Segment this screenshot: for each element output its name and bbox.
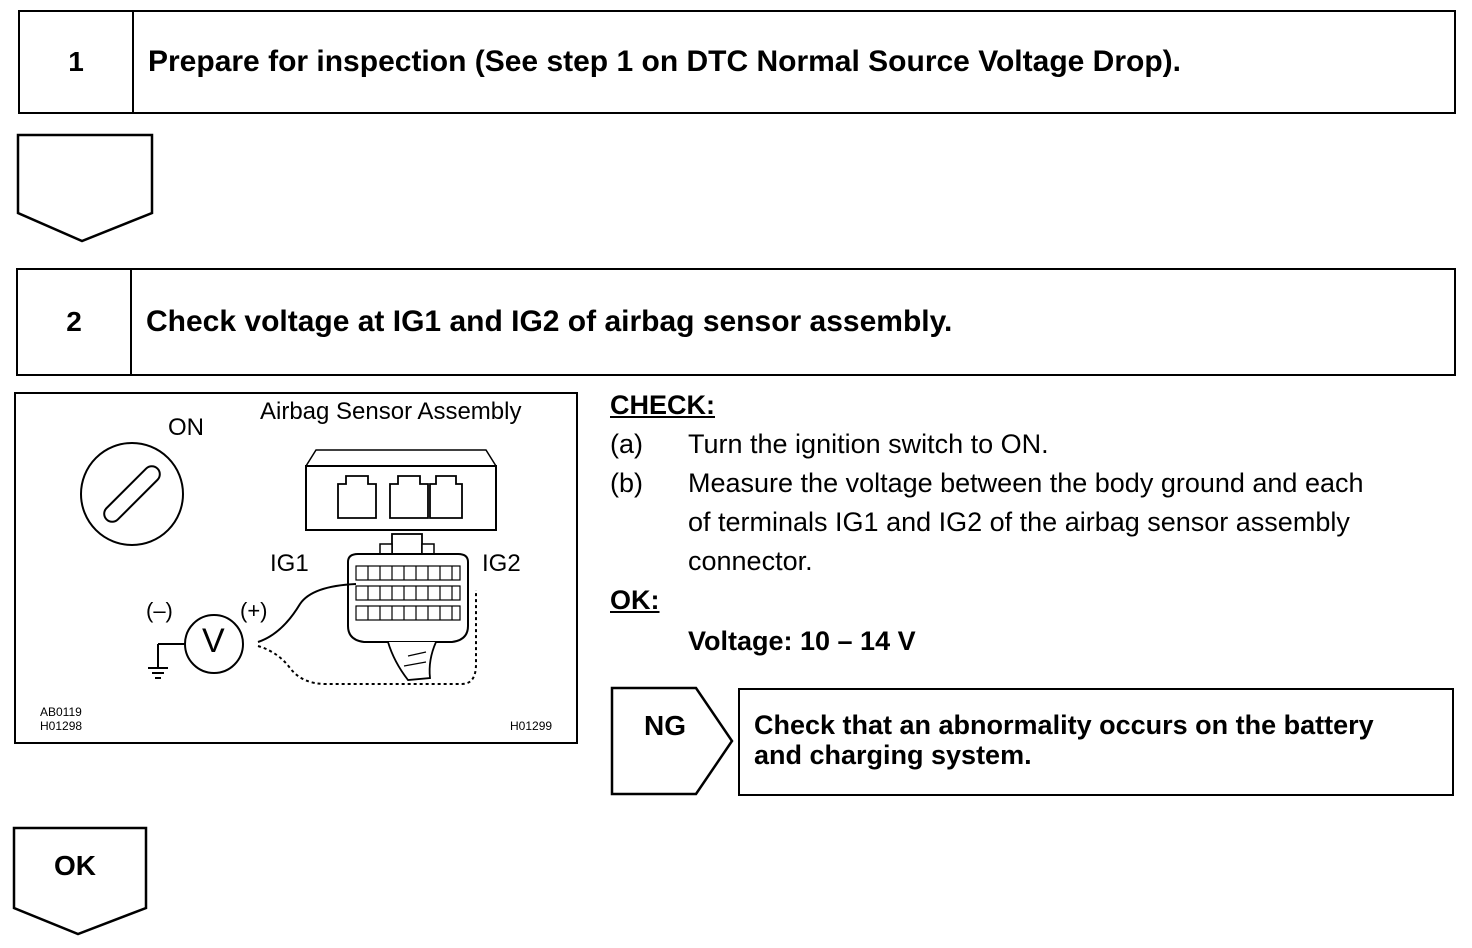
step-b-marker: (b) (610, 468, 643, 498)
step-1-number: 1 (20, 12, 134, 112)
negative-label: (–) (146, 598, 173, 623)
ok-voltage-value: Voltage: 10 – 14 V (688, 626, 916, 656)
wiring-figure: Airbag Sensor Assembly ON IG1 IG2 (–) (+… (14, 392, 578, 744)
step-2-title: Check voltage at IG1 and IG2 of airbag s… (146, 305, 953, 338)
wiring-diagram (80, 442, 497, 685)
ng-action-line-2: and charging system. (754, 740, 1032, 770)
figure-code-1: AB0119 (40, 705, 82, 719)
ig1-label: IG1 (270, 550, 309, 577)
wire-harness-connector-icon (347, 533, 469, 681)
step-b-line-3: connector. (688, 546, 813, 576)
step-a-text: Turn the ignition switch to ON. (688, 429, 1049, 459)
step-a-marker: (a) (610, 429, 643, 459)
figure-code-2: H01298 (40, 719, 83, 733)
ok-header: OK: (610, 585, 660, 615)
ok-down-arrow-icon (12, 826, 148, 936)
ground-symbol-icon (148, 643, 185, 679)
check-header: CHECK: (610, 390, 715, 420)
down-arrow-icon (16, 133, 154, 243)
ng-label: NG (644, 710, 686, 741)
step-2-number: 2 (18, 270, 132, 374)
ng-arrow-icon (610, 686, 734, 796)
ng-action-box: Check that an abnormality occurs on the … (738, 688, 1454, 796)
positive-label: (+) (240, 598, 268, 623)
step-1-box: 1 Prepare for inspection (See step 1 on … (18, 10, 1456, 114)
step-2-box: 2 Check voltage at IG1 and IG2 of airbag… (16, 268, 1456, 376)
ignition-switch-icon (80, 442, 184, 546)
voltmeter-label: V (202, 622, 225, 660)
step-1-title: Prepare for inspection (See step 1 on DT… (148, 45, 1181, 78)
check-instructions: CHECK: (a) Turn the ignition switch to O… (610, 386, 1460, 661)
ig2-label: IG2 (482, 550, 521, 577)
step-b-line-2: of terminals IG1 and IG2 of the airbag s… (688, 507, 1350, 537)
sensor-connector-top-icon (305, 449, 497, 531)
figure-code-3: H01299 (510, 719, 553, 733)
ok-label: OK (54, 850, 96, 881)
ng-action-line-1: Check that an abnormality occurs on the … (754, 710, 1374, 740)
step-b-line-1: Measure the voltage between the body gro… (688, 468, 1364, 498)
figure-title: Airbag Sensor Assembly (260, 398, 522, 425)
switch-on-label: ON (168, 414, 204, 441)
